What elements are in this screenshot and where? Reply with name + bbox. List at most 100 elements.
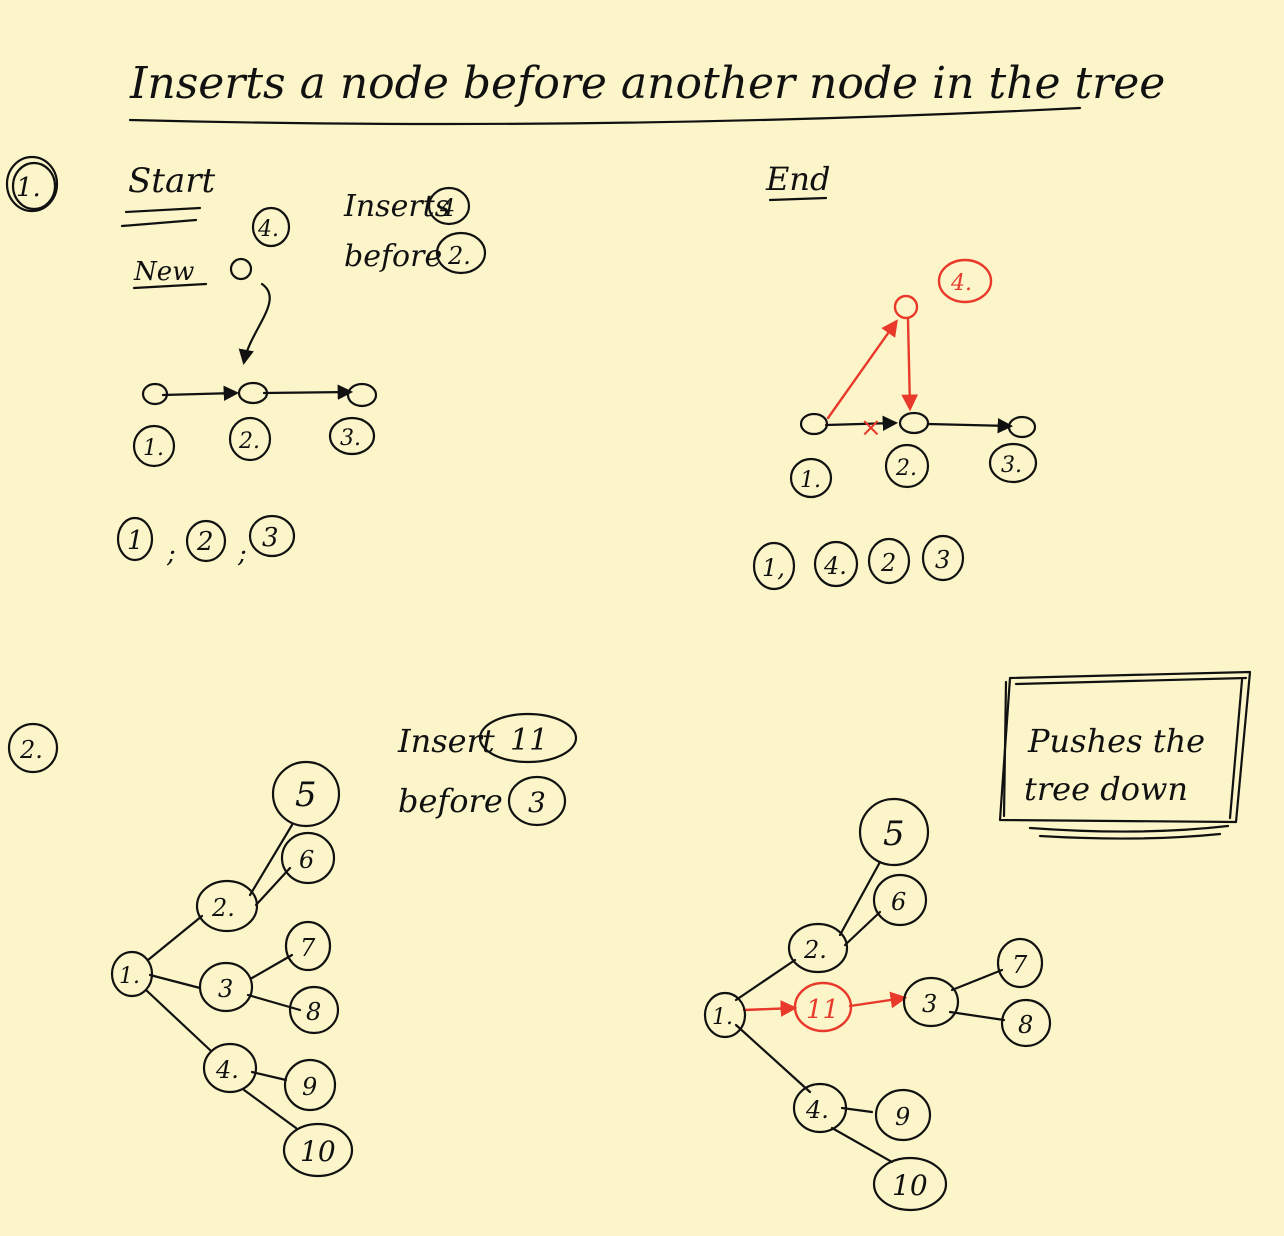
arrow-11-to-3 bbox=[848, 991, 908, 1009]
before-tree: 1. 2. 3 4. 5 6 7 8 bbox=[110, 760, 354, 1178]
section-1-marker: 1. bbox=[5, 155, 59, 213]
svg-text:7: 7 bbox=[300, 934, 316, 962]
svg-text:2.: 2. bbox=[895, 456, 917, 481]
svg-text:10: 10 bbox=[300, 1135, 336, 1168]
before-node-2: 2. bbox=[195, 879, 259, 933]
chain-label-2: 2. bbox=[228, 416, 272, 462]
svg-text:3: 3 bbox=[935, 546, 950, 574]
svg-text:1.: 1. bbox=[119, 964, 140, 989]
svg-text:2: 2 bbox=[196, 527, 214, 557]
cut-mark: × bbox=[860, 413, 882, 443]
start-panel: Start New 4. Inserts 4 before 2. 1. 2. bbox=[116, 161, 487, 569]
svg-text:1.: 1. bbox=[800, 468, 821, 493]
svg-text:2: 2 bbox=[880, 549, 896, 577]
svg-text:3: 3 bbox=[528, 786, 546, 819]
start-heading: Start bbox=[128, 161, 215, 201]
svg-text:3.: 3. bbox=[1001, 453, 1022, 478]
svg-text:;: ; bbox=[166, 539, 176, 569]
chain-label-1: 1. bbox=[132, 424, 176, 468]
svg-text:2.: 2. bbox=[211, 894, 235, 922]
after-node-2: 2. bbox=[787, 922, 849, 974]
after-node-11: 11 bbox=[793, 981, 853, 1033]
before-node-5: 5 bbox=[271, 760, 341, 828]
svg-text:2.: 2. bbox=[238, 429, 260, 454]
svg-text:2.: 2. bbox=[803, 936, 827, 964]
svg-text:1: 1 bbox=[127, 526, 144, 556]
after-node-10: 10 bbox=[872, 1156, 948, 1212]
svg-text:6: 6 bbox=[891, 888, 906, 916]
end-heading: End bbox=[765, 160, 830, 198]
before-node-7: 7 bbox=[284, 920, 332, 972]
svg-text:9: 9 bbox=[302, 1073, 317, 1101]
svg-text:1,: 1, bbox=[762, 554, 785, 582]
note-line2: tree down bbox=[1024, 770, 1188, 808]
after-node-9: 9 bbox=[874, 1088, 932, 1142]
note-box: Pushes the tree down bbox=[998, 670, 1252, 840]
svg-text:4.: 4. bbox=[805, 1096, 829, 1124]
before-node-8: 8 bbox=[288, 985, 340, 1035]
svg-text:4.: 4. bbox=[257, 217, 279, 242]
new-label: New bbox=[133, 257, 194, 287]
chain-node-2 bbox=[237, 381, 269, 405]
chain-node-1 bbox=[141, 382, 169, 406]
end-order: 1, 4. 2 3 bbox=[752, 534, 965, 591]
svg-text:3.: 3. bbox=[340, 426, 361, 451]
svg-text:2.: 2. bbox=[19, 736, 43, 764]
after-node-5: 5 bbox=[858, 797, 930, 867]
svg-text:1.: 1. bbox=[143, 436, 164, 461]
after-tree: 1. 2. 11 3 4. 5 6 7 bbox=[703, 797, 1052, 1212]
chain-node-3 bbox=[346, 382, 378, 408]
before-node-10: 10 bbox=[282, 1122, 354, 1178]
after-node-7: 7 bbox=[996, 937, 1044, 989]
end-chain-label-2: 2. bbox=[884, 443, 930, 489]
svg-text:11: 11 bbox=[510, 723, 548, 758]
section-2-marker: 2. bbox=[7, 722, 59, 774]
svg-text:3: 3 bbox=[262, 523, 279, 553]
before-node-1: 1. bbox=[110, 950, 154, 998]
svg-text:3: 3 bbox=[922, 990, 937, 1018]
svg-text:11: 11 bbox=[806, 995, 839, 1025]
end-chain-node-1 bbox=[799, 412, 829, 436]
section-1-number: 1. bbox=[16, 173, 41, 203]
svg-text:4.: 4. bbox=[215, 1056, 239, 1084]
svg-text:before: before bbox=[398, 782, 503, 820]
arrow-4-to-2 bbox=[901, 318, 919, 412]
arrow-1-to-4 bbox=[826, 319, 898, 420]
svg-text:;: ; bbox=[237, 539, 247, 569]
svg-text:10: 10 bbox=[892, 1169, 928, 1202]
before-node-3: 3 bbox=[198, 961, 254, 1013]
before-node-6: 6 bbox=[280, 831, 336, 885]
after-node-1: 1. bbox=[703, 991, 747, 1039]
start-order: 1 ; 2 ; 3 bbox=[116, 514, 296, 569]
svg-text:1.: 1. bbox=[712, 1005, 733, 1030]
page-title: Inserts a node before another node in th… bbox=[129, 58, 1165, 109]
svg-text:4.: 4. bbox=[950, 271, 972, 296]
end-chain-node-3 bbox=[1007, 415, 1037, 439]
svg-text:9: 9 bbox=[895, 1103, 910, 1131]
svg-text:4.: 4. bbox=[823, 552, 847, 580]
svg-text:8: 8 bbox=[306, 998, 321, 1026]
before-node-4: 4. bbox=[202, 1042, 258, 1094]
new-node-circle bbox=[229, 257, 253, 281]
end-chain-label-3: 3. bbox=[988, 442, 1038, 484]
svg-text:5: 5 bbox=[295, 775, 317, 815]
end-chain-node-2 bbox=[898, 411, 930, 435]
start-instruction-node1: 4 bbox=[439, 194, 455, 222]
section-2-instruction: Insert 11 before 3 bbox=[397, 712, 578, 827]
start-instruction-line2: before bbox=[344, 239, 442, 274]
svg-text:Insert: Insert bbox=[397, 722, 495, 760]
before-node-9: 9 bbox=[283, 1058, 337, 1112]
title-underline bbox=[128, 106, 1082, 126]
svg-text:3: 3 bbox=[218, 975, 233, 1003]
insert-arrow bbox=[238, 282, 271, 366]
start-instruction-node2: 2. bbox=[447, 242, 471, 270]
new-node-badge: 4. bbox=[251, 206, 291, 248]
end-chain-label-1: 1. bbox=[789, 457, 833, 499]
svg-text:6: 6 bbox=[299, 846, 314, 874]
svg-text:7: 7 bbox=[1012, 951, 1028, 979]
after-node-4: 4. bbox=[792, 1082, 848, 1134]
arrow-1-to-11 bbox=[742, 1000, 798, 1017]
note-line1: Pushes the bbox=[1027, 722, 1205, 760]
after-node-3: 3 bbox=[902, 976, 960, 1028]
